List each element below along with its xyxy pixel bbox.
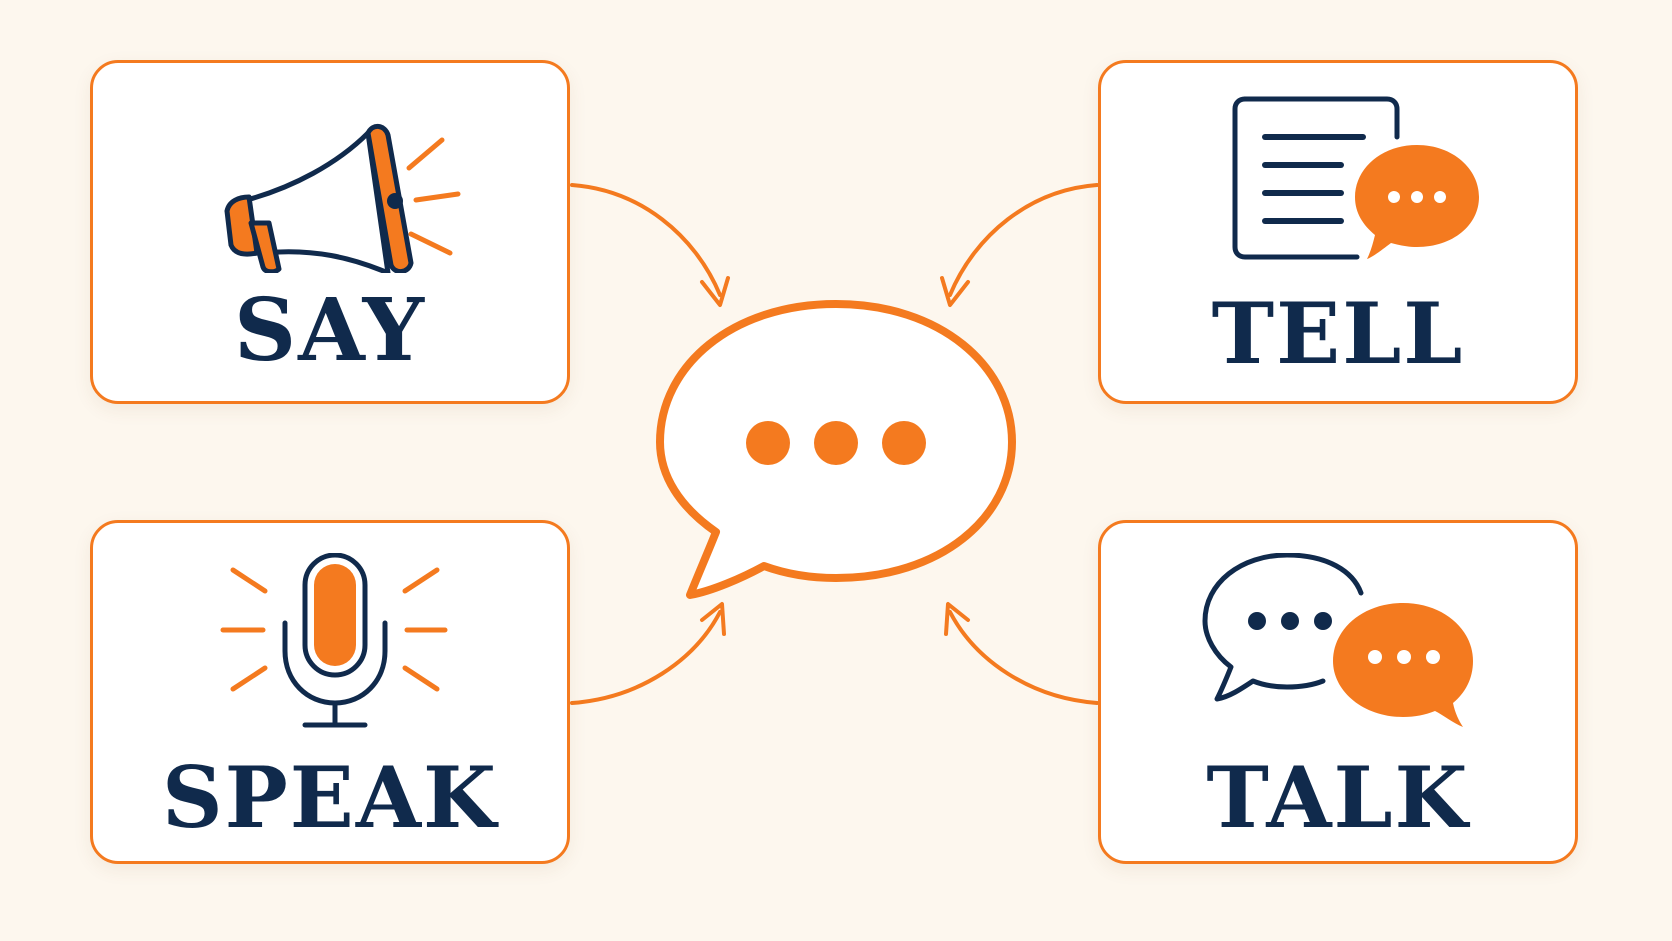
card-word: TELL xyxy=(1211,284,1465,383)
ellipsis-dot xyxy=(746,421,790,465)
card-word: TALK xyxy=(1206,748,1470,847)
ellipsis-dot xyxy=(814,421,858,465)
speech-bubble-ellipsis-icon xyxy=(656,300,1016,599)
card-tell: TELL xyxy=(1098,60,1578,404)
microphone-icon xyxy=(220,553,448,728)
card-speak: SPEAK xyxy=(90,520,570,864)
card-word: SAY xyxy=(234,280,426,381)
arrow-speak-to-center xyxy=(570,602,726,705)
card-word: SPEAK xyxy=(161,748,499,847)
document-with-speech-bubble-icon xyxy=(1232,96,1479,260)
megaphone-icon xyxy=(224,124,461,273)
ellipsis-dot xyxy=(882,421,926,465)
arrow-say-to-center xyxy=(570,183,730,307)
card-talk: TALK xyxy=(1098,520,1578,864)
arrow-talk-to-center xyxy=(944,602,1099,705)
card-say: SAY xyxy=(90,60,570,404)
arrow-tell-to-center xyxy=(940,183,1099,307)
two-speech-bubbles-icon xyxy=(1202,553,1473,727)
